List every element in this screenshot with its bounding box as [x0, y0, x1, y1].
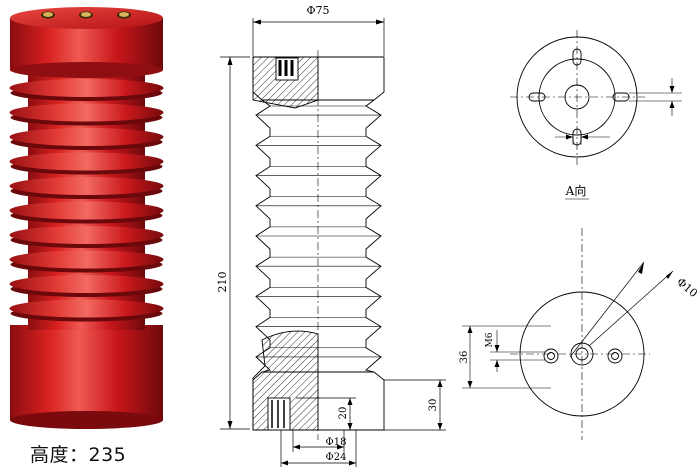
side-view-sheds [255, 99, 382, 373]
insulator-photo [9, 7, 164, 429]
dim-bottom-height: 30 [384, 379, 446, 431]
svg-text:20: 20 [338, 407, 349, 420]
side-elevation-drawing: Φ75 210 [216, 4, 446, 467]
svg-text:Φ24: Φ24 [326, 452, 347, 463]
insulator-shed [9, 275, 164, 293]
insulator-shed [9, 226, 164, 244]
top-insert-section [252, 56, 319, 109]
insulator-sheds [9, 79, 164, 322]
svg-text:30: 30 [428, 399, 439, 412]
dim-height: 210 [216, 56, 250, 430]
dim-outer-diameter: Φ24 [280, 430, 357, 467]
insulator-shed [9, 103, 164, 122]
brass-inserts [41, 11, 131, 19]
insulator-shed [9, 177, 164, 195]
view-a-drawing: A向 [510, 30, 682, 200]
insulator-shed [9, 79, 164, 97]
svg-text:Φ18: Φ18 [326, 437, 347, 448]
insulator-shed [9, 201, 164, 220]
dim-hole-diameter: Φ10 [674, 275, 700, 300]
insulator-shed [9, 250, 164, 269]
dim-spacing: 36 [459, 351, 470, 364]
svg-text:Φ75: Φ75 [306, 4, 329, 17]
insulator-shed [9, 128, 164, 146]
insulator-shed [9, 152, 164, 171]
dim-thread: M6 [485, 332, 495, 347]
dim-top-diameter: Φ75 [252, 4, 385, 56]
bottom-view-drawing: Φ10 36 M6 [459, 228, 700, 440]
photo-caption: 高度：235 [30, 444, 127, 466]
dim-insert-depth: 20 [296, 397, 356, 430]
bottom-insert-section [252, 330, 319, 431]
svg-text:210: 210 [216, 272, 229, 293]
insulator-shed [9, 299, 164, 318]
view-a-label: A向 [565, 183, 587, 198]
dim-inner-diameter: Φ18 [292, 430, 347, 452]
